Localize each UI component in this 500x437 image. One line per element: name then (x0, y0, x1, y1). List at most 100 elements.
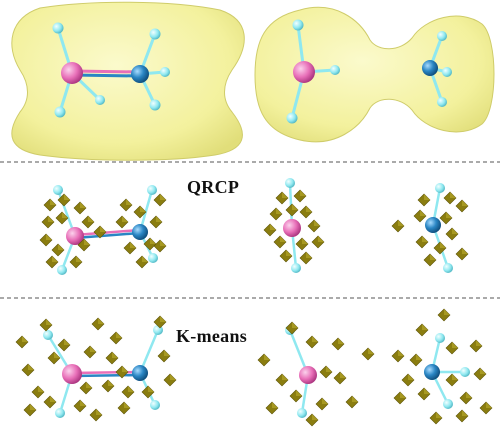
diamond-marker-icon (319, 365, 333, 379)
diamond-marker-icon (39, 233, 53, 247)
diamond-marker-icon (31, 385, 45, 399)
diamond-marker-icon (73, 201, 87, 215)
diamond-marker-icon (273, 235, 287, 249)
diamond-marker-icon (305, 413, 319, 427)
diamond-marker-icon (41, 215, 55, 229)
diamond-marker-icon (69, 255, 83, 269)
diamond-marker-icon (455, 409, 469, 423)
isosurface-panel-right (254, 6, 495, 143)
diamond-marker-icon (149, 215, 163, 229)
diamond-marker-icon (311, 235, 325, 249)
kmeans-panel-middle (257, 321, 375, 427)
diamond-marker-icon (413, 209, 427, 223)
diamond-marker-icon (45, 255, 59, 269)
diamond-marker-icon (89, 408, 103, 422)
diamond-marker-icon (445, 227, 459, 241)
diamond-marker-icon (439, 211, 453, 225)
diamond-marker-icon (417, 193, 431, 207)
diamond-marker-icon (157, 349, 171, 363)
diamond-marker-icon (153, 239, 167, 253)
diamond-marker-icon (115, 215, 129, 229)
diamond-marker-icon (455, 199, 469, 213)
diamond-marker-icon (121, 385, 135, 399)
diamond-marker-icon (109, 331, 123, 345)
diamond-marker-icon (117, 401, 131, 415)
diamond-marker-icon (15, 335, 29, 349)
boron-atom (293, 61, 315, 83)
diamond-marker-icon (445, 373, 459, 387)
diamond-marker-icon (275, 191, 289, 205)
diamond-marker-icon (163, 373, 177, 387)
diamond-marker-icon (393, 391, 407, 405)
diamond-marker-icon (333, 371, 347, 385)
diamond-marker-icon (295, 237, 309, 251)
diamond-marker-icon (153, 193, 167, 207)
diamond-marker-icon (81, 215, 95, 229)
qrcp-label: QRCP (187, 177, 240, 197)
diamond-marker-icon (265, 401, 279, 415)
diamond-marker-icon (135, 255, 149, 269)
diamond-marker-icon (91, 317, 105, 331)
diamond-marker-icon (401, 373, 415, 387)
diamond-marker-icon (289, 389, 303, 403)
kmeans-panel-left (15, 315, 177, 422)
diamond-marker-icon (423, 253, 437, 267)
kmeans-label: K-means (176, 326, 248, 346)
diamond-marker-icon (285, 203, 299, 217)
diamond-marker-icon (299, 251, 313, 265)
diamond-marker-icon (443, 191, 457, 205)
diamond-marker-icon (73, 399, 87, 413)
diamond-marker-icon (305, 335, 319, 349)
diamond-marker-icon (473, 367, 487, 381)
diamond-marker-icon (263, 223, 277, 237)
diamond-marker-icon (57, 338, 71, 352)
isosurface-left (11, 1, 245, 161)
diamond-marker-icon (101, 379, 115, 393)
isosurface-panel-left (11, 1, 245, 161)
kmeans-panel-right (391, 308, 493, 425)
diamond-marker-icon (433, 241, 447, 255)
diamond-marker-icon (455, 247, 469, 261)
diamond-marker-icon (459, 391, 473, 405)
diamond-marker-icon (307, 219, 321, 233)
diamond-marker-icon (43, 198, 57, 212)
diamond-marker-icon (437, 308, 451, 322)
diamond-marker-icon (315, 397, 329, 411)
diamond-marker-icon (105, 351, 119, 365)
diamond-marker-icon (23, 403, 37, 417)
diamond-marker-icon (479, 401, 493, 415)
diamond-marker-icon (275, 373, 289, 387)
diamond-marker-icon (143, 237, 157, 251)
diamond-marker-icon (409, 353, 423, 367)
diamond-marker-icon (469, 339, 483, 353)
diamond-marker-icon (21, 363, 35, 377)
qrcp-panel-left (39, 185, 167, 275)
nitrogen-atom (131, 65, 149, 83)
diamond-marker-icon (43, 395, 57, 409)
diamond-marker-icon (391, 349, 405, 363)
diamond-marker-icon (345, 395, 359, 409)
diamond-marker-icon (429, 411, 443, 425)
qrcp-panel-right (391, 183, 469, 273)
diamond-marker-icon (51, 243, 65, 257)
isosurface-right (254, 6, 495, 143)
diamond-marker-icon (331, 337, 345, 351)
diamond-marker-icon (415, 323, 429, 337)
diamond-marker-icon (123, 241, 137, 255)
qrcp-panel-middle (263, 178, 325, 273)
boron-atom (61, 62, 83, 84)
diamond-marker-icon (83, 345, 97, 359)
diamond-marker-icon (119, 198, 133, 212)
diamond-marker-icon (361, 347, 375, 361)
diamond-marker-icon (79, 381, 93, 395)
diamond-marker-icon (417, 387, 431, 401)
diamond-marker-icon (293, 189, 307, 203)
diamond-marker-icon (415, 235, 429, 249)
diamond-marker-icon (257, 353, 271, 367)
diamond-marker-icon (39, 318, 53, 332)
kmeans-points-right (391, 308, 493, 425)
diamond-marker-icon (445, 341, 459, 355)
diamond-marker-icon (391, 219, 405, 233)
diamond-marker-icon (269, 207, 283, 221)
